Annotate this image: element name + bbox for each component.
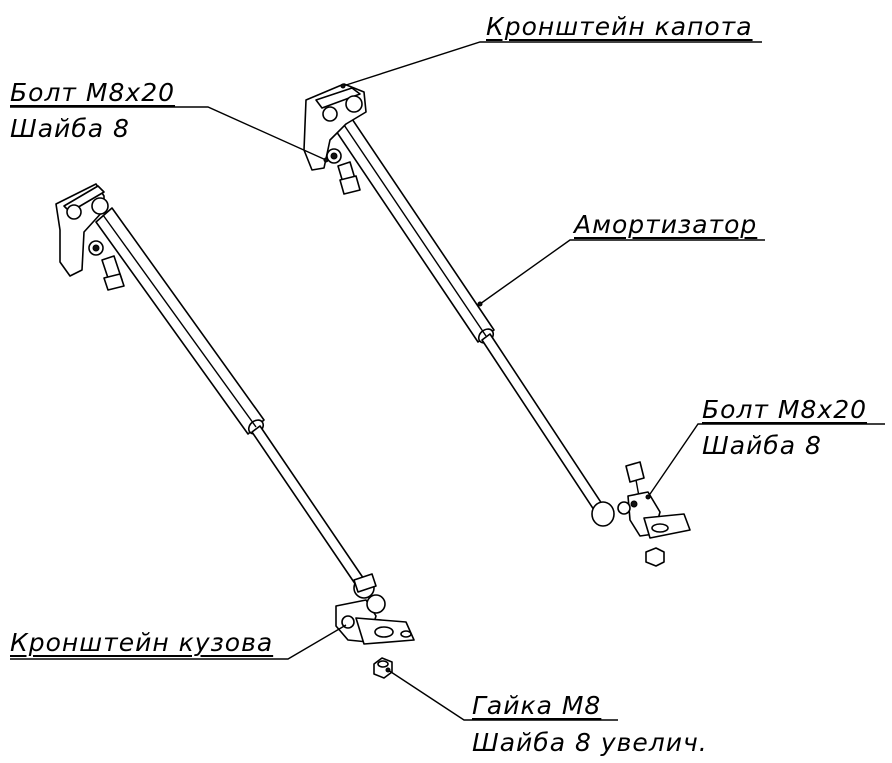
right-gas-strut (329, 109, 615, 527)
label-bolt-right: Болт М8х20 (702, 395, 868, 424)
left-top-bracket (55, 183, 109, 277)
label-bracket-body: Кронштейн кузова (10, 628, 274, 657)
hood-bracket (303, 83, 367, 171)
body-bracket (335, 573, 415, 645)
left-gas-strut (95, 207, 371, 595)
label-washer-top: Шайба 8 (10, 114, 130, 143)
label-shock-absorber: Амортизатор (574, 210, 758, 239)
right-bottom-bracket (617, 461, 691, 539)
label-washer-right: Шайба 8 (702, 431, 822, 460)
label-nut: Гайка М8 (472, 691, 602, 720)
label-bolt-top: Болт М8х20 (10, 78, 176, 107)
label-bracket-hood: Кронштейн капота (486, 12, 753, 41)
right-bottom-nut (645, 547, 665, 567)
hood-bolt (337, 161, 361, 195)
label-washer-enlarged: Шайба 8 увелич. (472, 728, 708, 757)
leader-lines (10, 41, 885, 721)
left-top-bolt (101, 255, 125, 291)
